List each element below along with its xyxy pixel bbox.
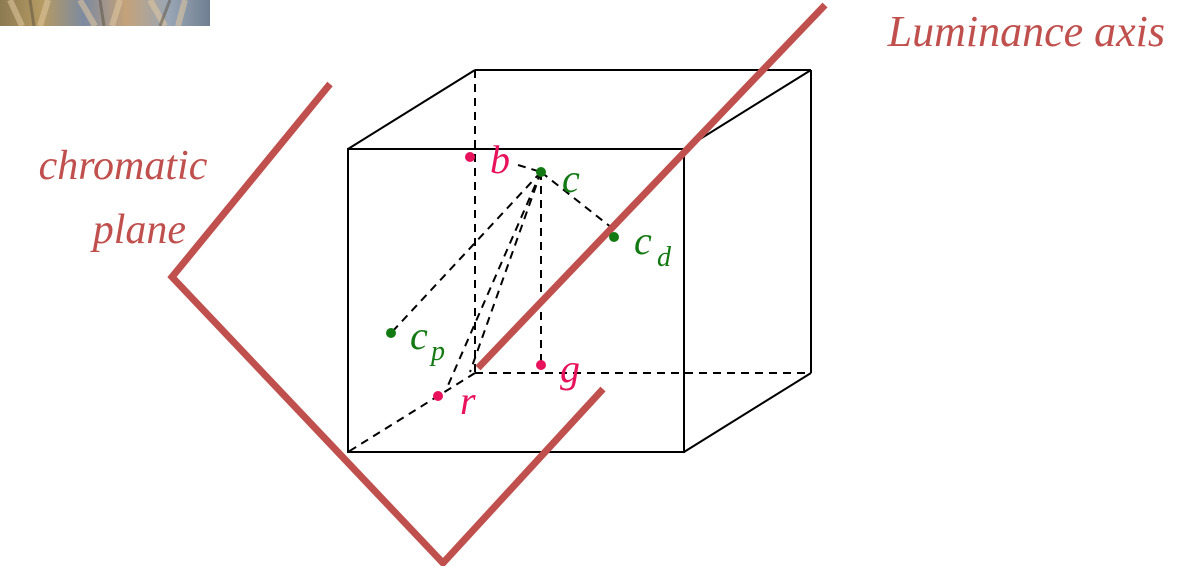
point-cd <box>609 232 619 242</box>
hidden-edge-diagonal <box>347 372 476 453</box>
dashed-lines <box>347 70 811 453</box>
label-g: g <box>560 346 580 391</box>
cube-edge <box>683 69 812 150</box>
label-cd-subscript: d <box>657 242 672 273</box>
painting-thumbnail <box>0 0 210 26</box>
cube-front-face <box>347 148 685 453</box>
chromatic-plane-outline <box>167 81 606 566</box>
point-cp <box>386 328 396 338</box>
c-to-origin-line <box>469 171 542 373</box>
cube <box>347 69 812 453</box>
luminance-axis-label: Luminance axis <box>887 7 1165 56</box>
label-c: c <box>562 156 580 201</box>
luminance-axis-line <box>475 2 828 371</box>
point-r <box>433 391 443 401</box>
cube-edge <box>347 69 476 150</box>
label-cd: c <box>634 218 652 263</box>
point-b <box>465 152 475 162</box>
label-cp-subscript: p <box>429 336 445 367</box>
label-cp: c <box>410 313 428 358</box>
chromatic-plane <box>167 81 606 566</box>
chromatic-plane-label-line2: plane <box>90 207 186 253</box>
c-to-cp-line <box>390 171 542 334</box>
c-to-r-line <box>445 171 542 391</box>
chromatic-plane-label-line1: chromatic <box>39 143 208 189</box>
points <box>386 152 619 401</box>
label-r: r <box>460 378 476 423</box>
label-b: b <box>490 137 510 182</box>
c-to-cd-line <box>540 171 613 229</box>
point-c <box>536 167 546 177</box>
point-g <box>536 360 546 370</box>
cube-edge <box>683 372 812 453</box>
